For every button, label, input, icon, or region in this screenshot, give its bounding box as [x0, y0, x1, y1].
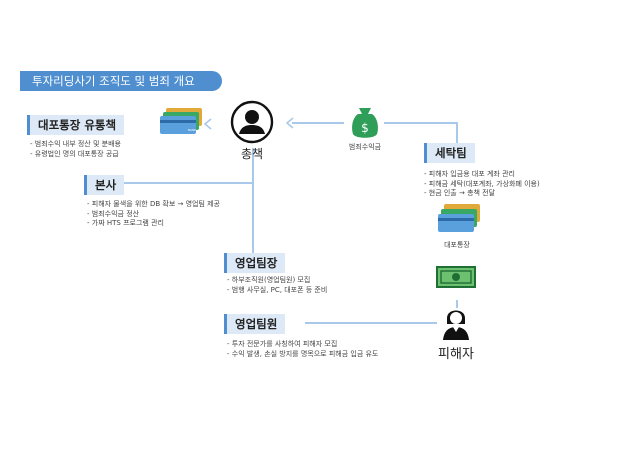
bank-cards-icon: BANK — [160, 108, 202, 134]
victim-label: 피해자 — [438, 347, 474, 362]
connector-hq-horizontal — [116, 182, 254, 184]
connector-laundering-horizontal — [384, 122, 458, 124]
connector-victim-up — [456, 300, 458, 308]
bank-account-label: 대포통장 — [444, 241, 470, 249]
svg-text:$: $ — [361, 121, 369, 135]
desc-line: 하부조직원(영업팀원) 모집 — [227, 276, 327, 286]
connector-money-boss — [292, 122, 344, 124]
connector-member-victim — [305, 322, 437, 324]
headquarters-desc: 피해자 물색을 위한 DB 확보 → 영업팀 제공 범죄수익금 정산 가짜 HT… — [87, 200, 220, 229]
desc-line: 피해자 입금용 대포 계좌 관리 — [424, 170, 540, 180]
money-bag-label: 범죄수익금 — [348, 143, 382, 151]
account-distributor-desc: 범죄수익 내부 정산 및 분배용 유령법인 명의 대포통장 공급 — [30, 140, 121, 159]
headquarters-label: 본사 — [84, 175, 125, 195]
boss-label: 총책 — [240, 147, 264, 161]
desc-line: 유령법인 명의 대포통장 공급 — [30, 150, 121, 160]
desc-line: 범행 사무실, PC, 대포폰 등 준비 — [227, 286, 328, 296]
desc-line: 투자 전문가를 사칭하여 피해자 모집 — [227, 340, 378, 350]
sales-member-desc: 투자 전문가를 사칭하여 피해자 모집 수익 발생, 손실 방지를 명목으로 피… — [227, 340, 379, 360]
boss-person-icon — [230, 100, 274, 144]
desc-line: 범죄수익금 정산 — [87, 210, 220, 220]
card-text: BANK — [188, 128, 197, 132]
desc-line: 피해자 물색을 위한 DB 확보 → 영업팀 제공 — [87, 200, 220, 210]
victim-person-icon — [443, 310, 469, 340]
desc-line: 가짜 HTS 프로그램 관리 — [87, 219, 220, 229]
laundering-team-desc: 피해자 입금용 대포 계좌 관리 피해금 세탁(대포계좌, 가상화폐 이용) 현… — [424, 170, 540, 199]
desc-line: 피해금 세탁(대포계좌, 가상화폐 이용) — [424, 180, 540, 190]
account-distributor-label: 대포통장 유통책 — [27, 115, 125, 135]
page-title: 투자리딩사기 조직도 및 범죄 개요 — [20, 71, 222, 91]
desc-line: 범죄수익 내부 정산 및 분배용 — [30, 140, 121, 150]
cash-icon — [436, 266, 476, 288]
money-bag-icon: $ — [352, 108, 378, 138]
sales-lead-desc: 하부조직원(영업팀원) 모집 범행 사무실, PC, 대포폰 등 준비 — [227, 276, 328, 296]
arrow-to-boss-icon — [285, 117, 294, 129]
arrow-to-distributor-icon — [203, 118, 212, 130]
desc-line: 수익 발생, 손실 방지를 명목으로 피해금 입금 유도 — [227, 350, 379, 360]
laundering-team-label: 세탁팀 — [424, 143, 475, 163]
sales-member-label: 영업팀원 — [224, 314, 286, 334]
desc-line: 현금 인출 → 총책 전달 — [424, 189, 540, 199]
bank-account-cards-icon — [438, 204, 480, 232]
sales-lead-label: 영업팀장 — [224, 253, 286, 273]
connector-boss-vertical — [252, 148, 254, 260]
connector-laundering-vertical — [456, 123, 458, 143]
